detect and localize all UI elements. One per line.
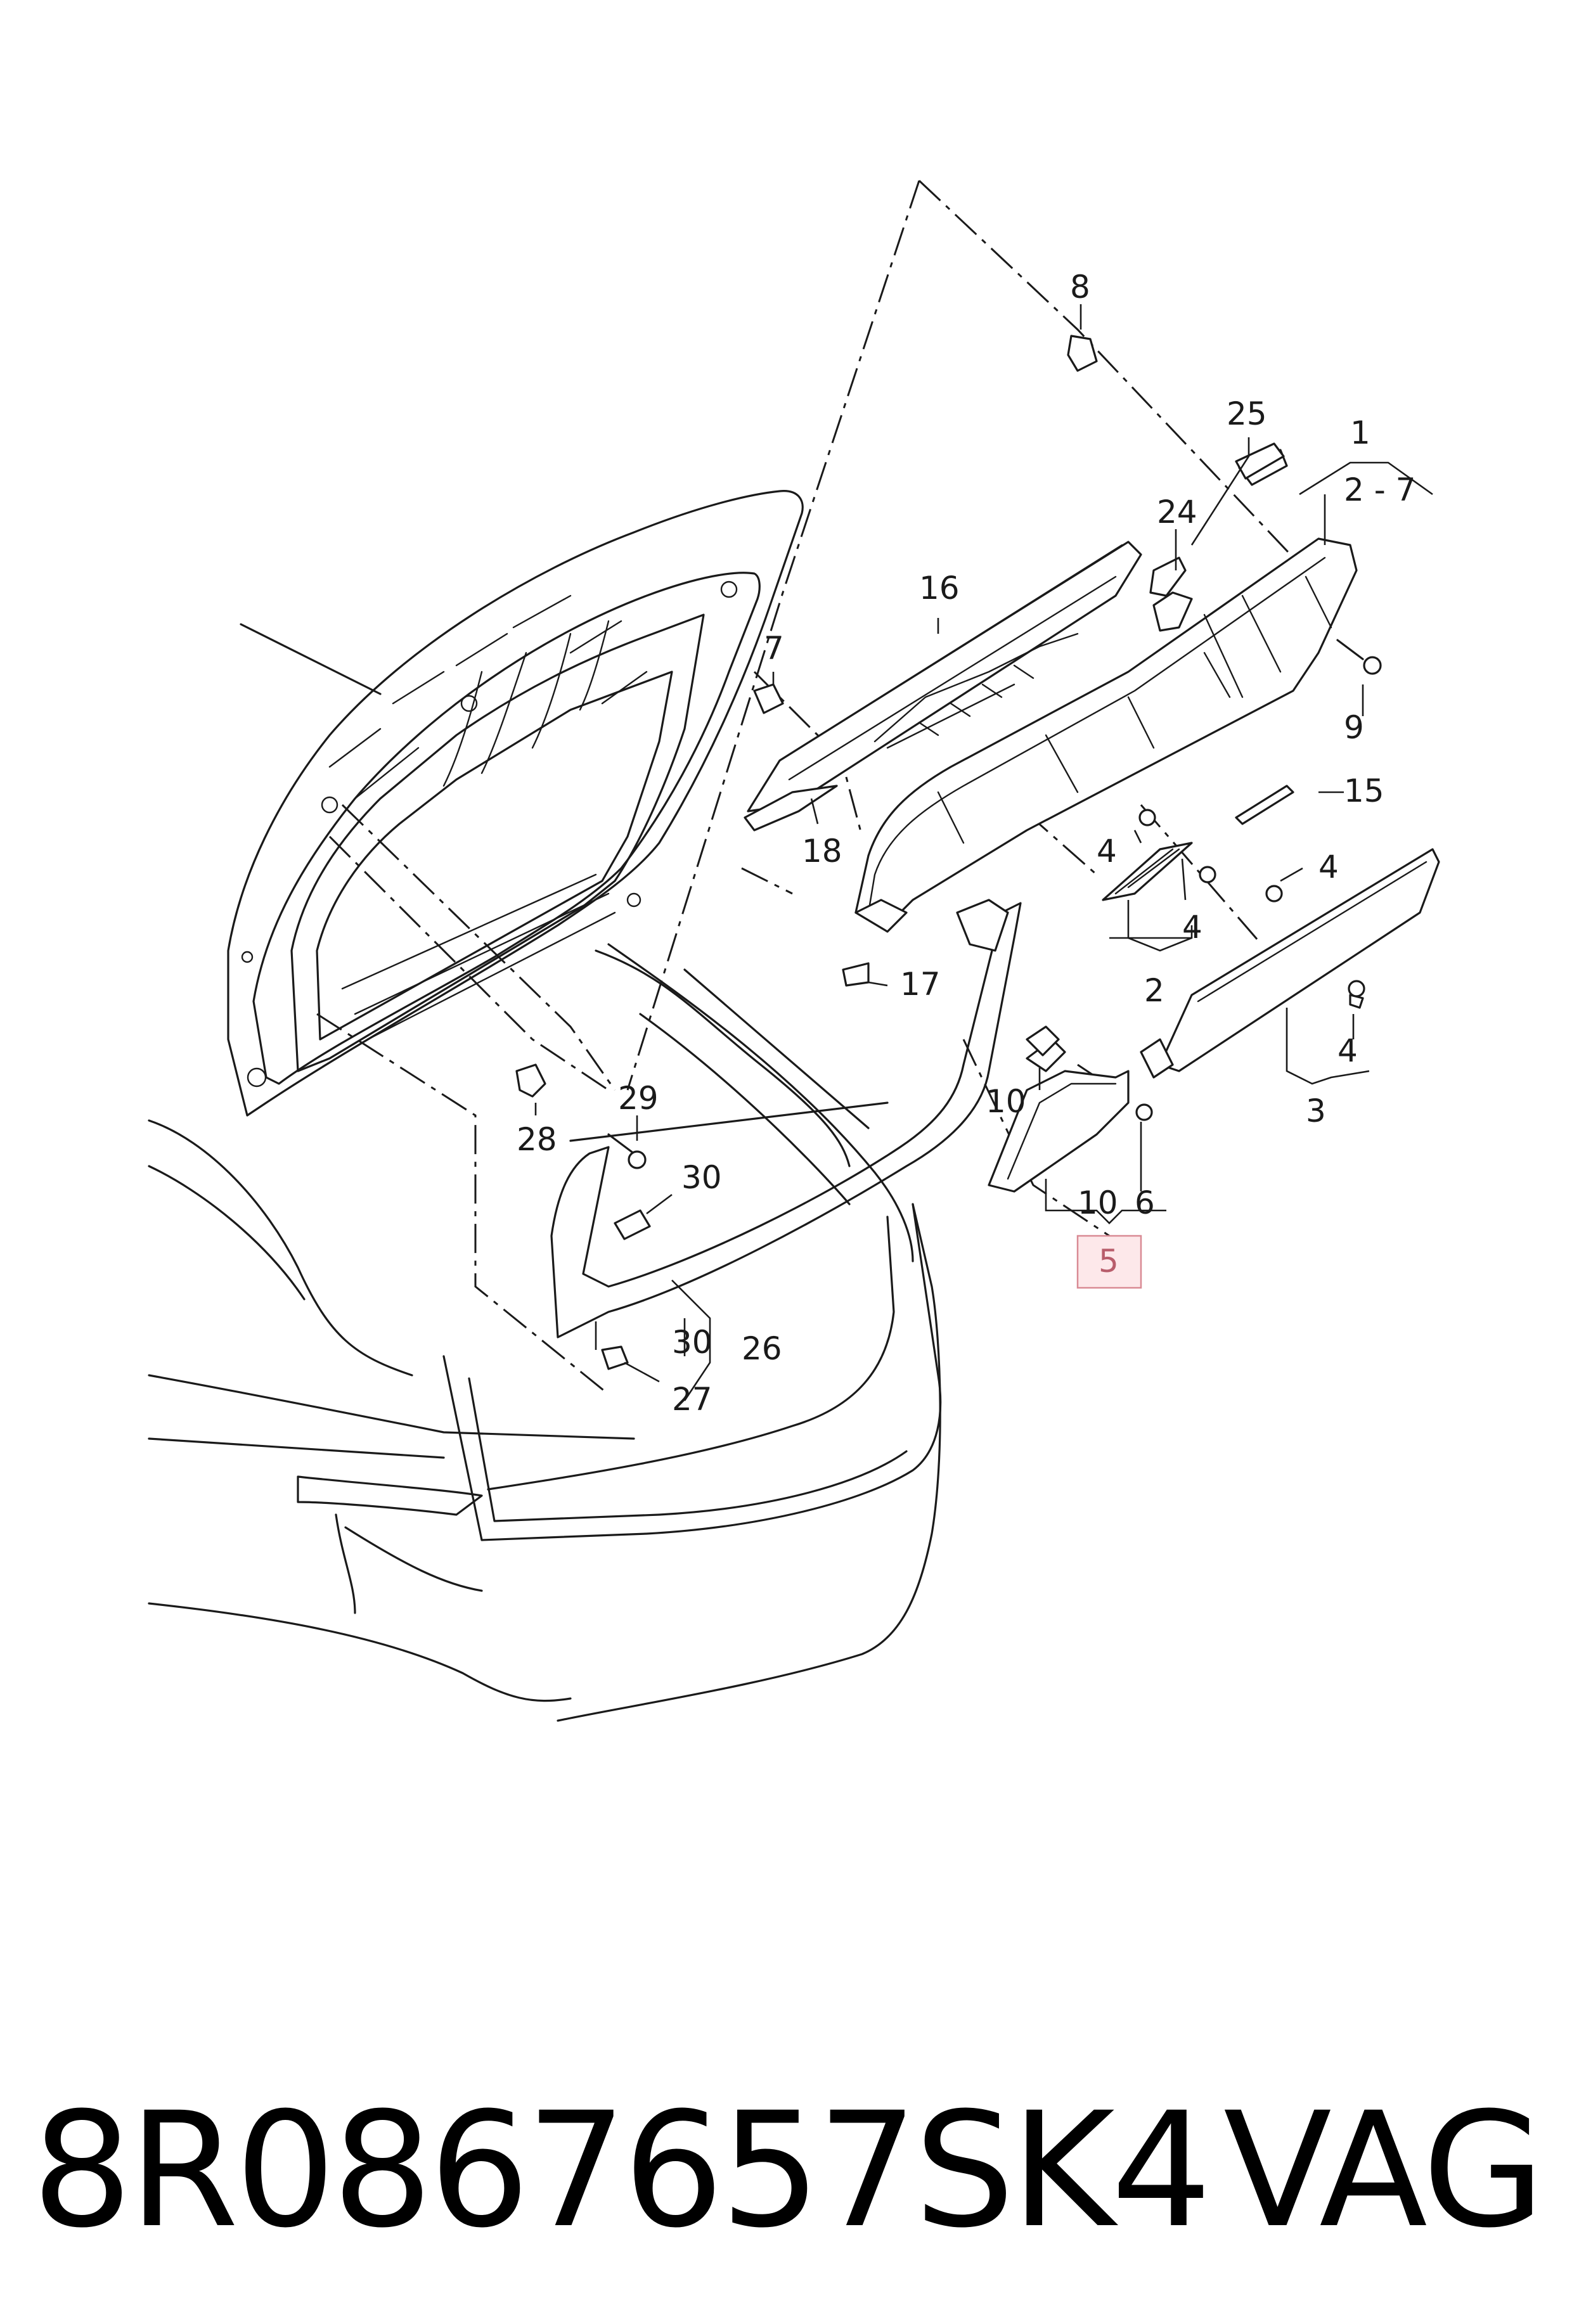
callout-4a: 4 xyxy=(1097,833,1117,870)
part-9-screw xyxy=(1336,639,1382,675)
part-4-nut-b xyxy=(1199,866,1216,883)
callout-10a: 10 xyxy=(986,1083,1026,1120)
part-4-nut-c xyxy=(1265,885,1283,902)
part-28-clip xyxy=(515,1063,546,1098)
part-16-trim-strip xyxy=(744,541,1142,831)
part-17-clip xyxy=(842,962,870,987)
callout-7: 7 xyxy=(764,630,784,667)
callout-30a: 30 xyxy=(681,1159,722,1196)
callout-16: 16 xyxy=(919,570,960,607)
part-24-bracket xyxy=(1149,556,1187,597)
callout-4c: 4 xyxy=(1182,909,1202,946)
callout-27: 27 xyxy=(672,1381,712,1418)
callout-10b: 10 xyxy=(1078,1184,1118,1221)
callout-26: 26 xyxy=(742,1330,782,1367)
callout-3: 3 xyxy=(1306,1093,1326,1129)
callout-15: 15 xyxy=(1344,773,1384,809)
car-body-outline xyxy=(148,623,942,1722)
callout-25: 25 xyxy=(1227,395,1267,432)
callout-2-7: 2 - 7 xyxy=(1344,472,1415,508)
callout-4b: 4 xyxy=(1318,849,1339,885)
callout-9: 9 xyxy=(1344,709,1364,746)
part-10-clip xyxy=(1026,1025,1060,1056)
leader-lines xyxy=(534,304,1433,1401)
callout-17: 17 xyxy=(900,966,941,1003)
assembly-lines xyxy=(316,179,1301,1396)
part-27-clip xyxy=(601,1345,629,1370)
callout-labels: 8 25 24 1 2 - 7 16 7 9 15 18 4 4 4 17 2 … xyxy=(517,269,1415,1418)
part-4-nut-d xyxy=(1348,980,1365,998)
part-30-clip xyxy=(614,1209,651,1240)
part-8-clip xyxy=(1067,335,1098,372)
brand-name: VAG xyxy=(1223,2078,1545,2263)
part-15-clip xyxy=(1235,785,1294,825)
part-29-screw xyxy=(607,1133,647,1169)
callout-8: 8 xyxy=(1070,269,1090,305)
callout-5-highlight: 5 xyxy=(1076,1235,1142,1289)
callout-28: 28 xyxy=(517,1121,557,1158)
callout-4d: 4 xyxy=(1337,1032,1358,1069)
part-6-nut xyxy=(1135,1103,1153,1121)
tailgate-frame xyxy=(227,490,804,1117)
callout-30b: 30 xyxy=(672,1324,712,1361)
part-1-handle-trim xyxy=(854,449,1358,933)
part-25-clip xyxy=(1235,442,1285,480)
callout-5: 5 xyxy=(1099,1243,1119,1280)
callout-6: 6 xyxy=(1135,1184,1155,1221)
callout-29: 29 xyxy=(618,1080,659,1117)
callout-24: 24 xyxy=(1157,494,1197,530)
callout-2: 2 xyxy=(1144,972,1164,1009)
part-number: 8R0867657SK4 xyxy=(32,2078,1212,2263)
part-4-nut-a xyxy=(1138,809,1156,826)
callout-18: 18 xyxy=(802,833,842,870)
part-7-clip xyxy=(753,683,784,714)
callout-1: 1 xyxy=(1350,414,1370,451)
part-26-seal xyxy=(550,899,1022,1339)
part-2-trim xyxy=(1102,842,1193,901)
part-3-side-panel xyxy=(1140,848,1440,1079)
